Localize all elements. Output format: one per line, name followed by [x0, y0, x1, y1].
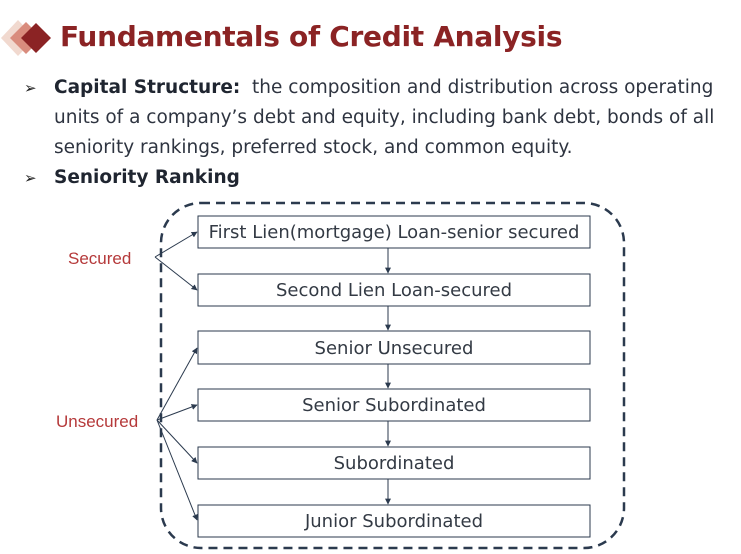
- secured-arrow: [154, 256, 198, 291]
- bullet-term: Capital Structure:: [54, 77, 241, 98]
- bullet-text: Seniority Ranking: [54, 163, 739, 193]
- secured-arrow: [154, 231, 198, 258]
- rank-label-senior-subordinated: Senior Subordinated: [302, 395, 486, 416]
- unsecured-arrow: [156, 419, 198, 521]
- unsecured-arrow: [156, 419, 198, 464]
- rank-label-junior-subordinated: Junior Subordinated: [304, 511, 483, 532]
- unsecured-arrow: [156, 347, 198, 421]
- group-label-secured: Secured: [68, 249, 131, 268]
- rank-box-first-lien: [197, 215, 591, 249]
- bullet-term: Seniority Ranking: [54, 167, 240, 188]
- rank-label-first-lien: First Lien(mortgage) Loan-senior secured: [209, 222, 580, 243]
- bullet-seniority-ranking: ➢ Seniority Ranking: [24, 163, 739, 193]
- bullet-text: Capital Structure: the composition and d…: [54, 73, 739, 163]
- rank-box-subordinated: [197, 446, 591, 480]
- bullet-arrow-icon: ➢: [24, 169, 37, 187]
- rank-box-junior-subordinated: [197, 504, 591, 538]
- bullet-capital-structure: ➢ Capital Structure: the composition and…: [24, 73, 739, 163]
- rank-box-second-lien: [197, 273, 591, 307]
- group-label-unsecured: Unsecured: [56, 412, 138, 431]
- rank-label-second-lien: Second Lien Loan-secured: [276, 280, 512, 301]
- ranking-container-dashed: [159, 201, 626, 550]
- page-title: Fundamentals of Credit Analysis: [60, 20, 563, 53]
- bullet-description: the composition and distribution across …: [54, 77, 715, 158]
- rank-box-senior-subordinated: [197, 388, 591, 422]
- rank-box-senior-unsecured: [197, 330, 591, 365]
- rank-label-subordinated: Subordinated: [334, 453, 455, 474]
- title-logo-diamonds: [1, 20, 51, 56]
- bullet-arrow-icon: ➢: [24, 79, 37, 97]
- unsecured-arrow: [156, 404, 198, 421]
- rank-label-senior-unsecured: Senior Unsecured: [315, 338, 474, 359]
